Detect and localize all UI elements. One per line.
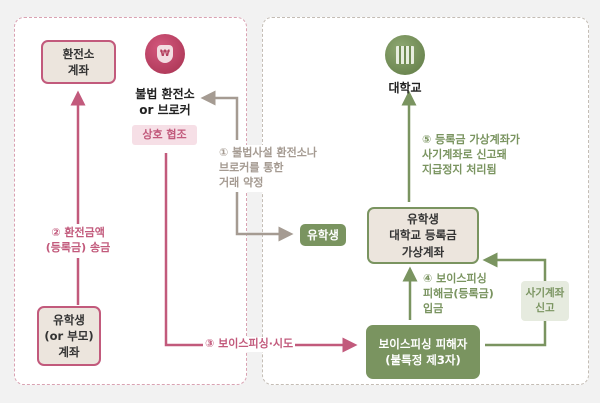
broker-label: 불법 환전소 or 브로커 (135, 87, 195, 118)
right-panel (262, 17, 589, 385)
victim-box: 보이스피싱 피해자 (불특정 제3자) (366, 325, 480, 379)
student-account-box: 유학생 (or 부모) 계좌 (37, 306, 101, 366)
step1-label: ① 불법사설 환전소나 브로커를 통한 거래 약정 (217, 145, 319, 192)
step5-label: ⑤ 등록금 가상계좌가 사기계좌로 신고돼 지급정지 처리됨 (422, 133, 520, 176)
money-bag-icon: ₩ (145, 34, 185, 74)
step3-label: ③ 보이스피싱·시도 (203, 337, 296, 352)
arrow-step1-to-broker (200, 90, 239, 140)
exchange-account-box: 환전소 계좌 (41, 40, 116, 84)
virtual-account-box: 유학생 대학교 등록금 가상계좌 (367, 207, 479, 264)
university-label: 대학교 (388, 81, 422, 95)
mutual-cooperation-tag: 상호 협조 (132, 125, 197, 145)
student-pill: 유학생 (300, 224, 346, 246)
building-icon (385, 35, 425, 75)
report-tag: 사기계좌 신고 (521, 281, 569, 321)
step4-label: ④ 보이스피싱 피해금(등록금) 입금 (423, 272, 494, 315)
arrow-step1-to-student (235, 180, 294, 242)
step2-label: ② 환전금액 (등록금) 송금 (40, 224, 116, 258)
